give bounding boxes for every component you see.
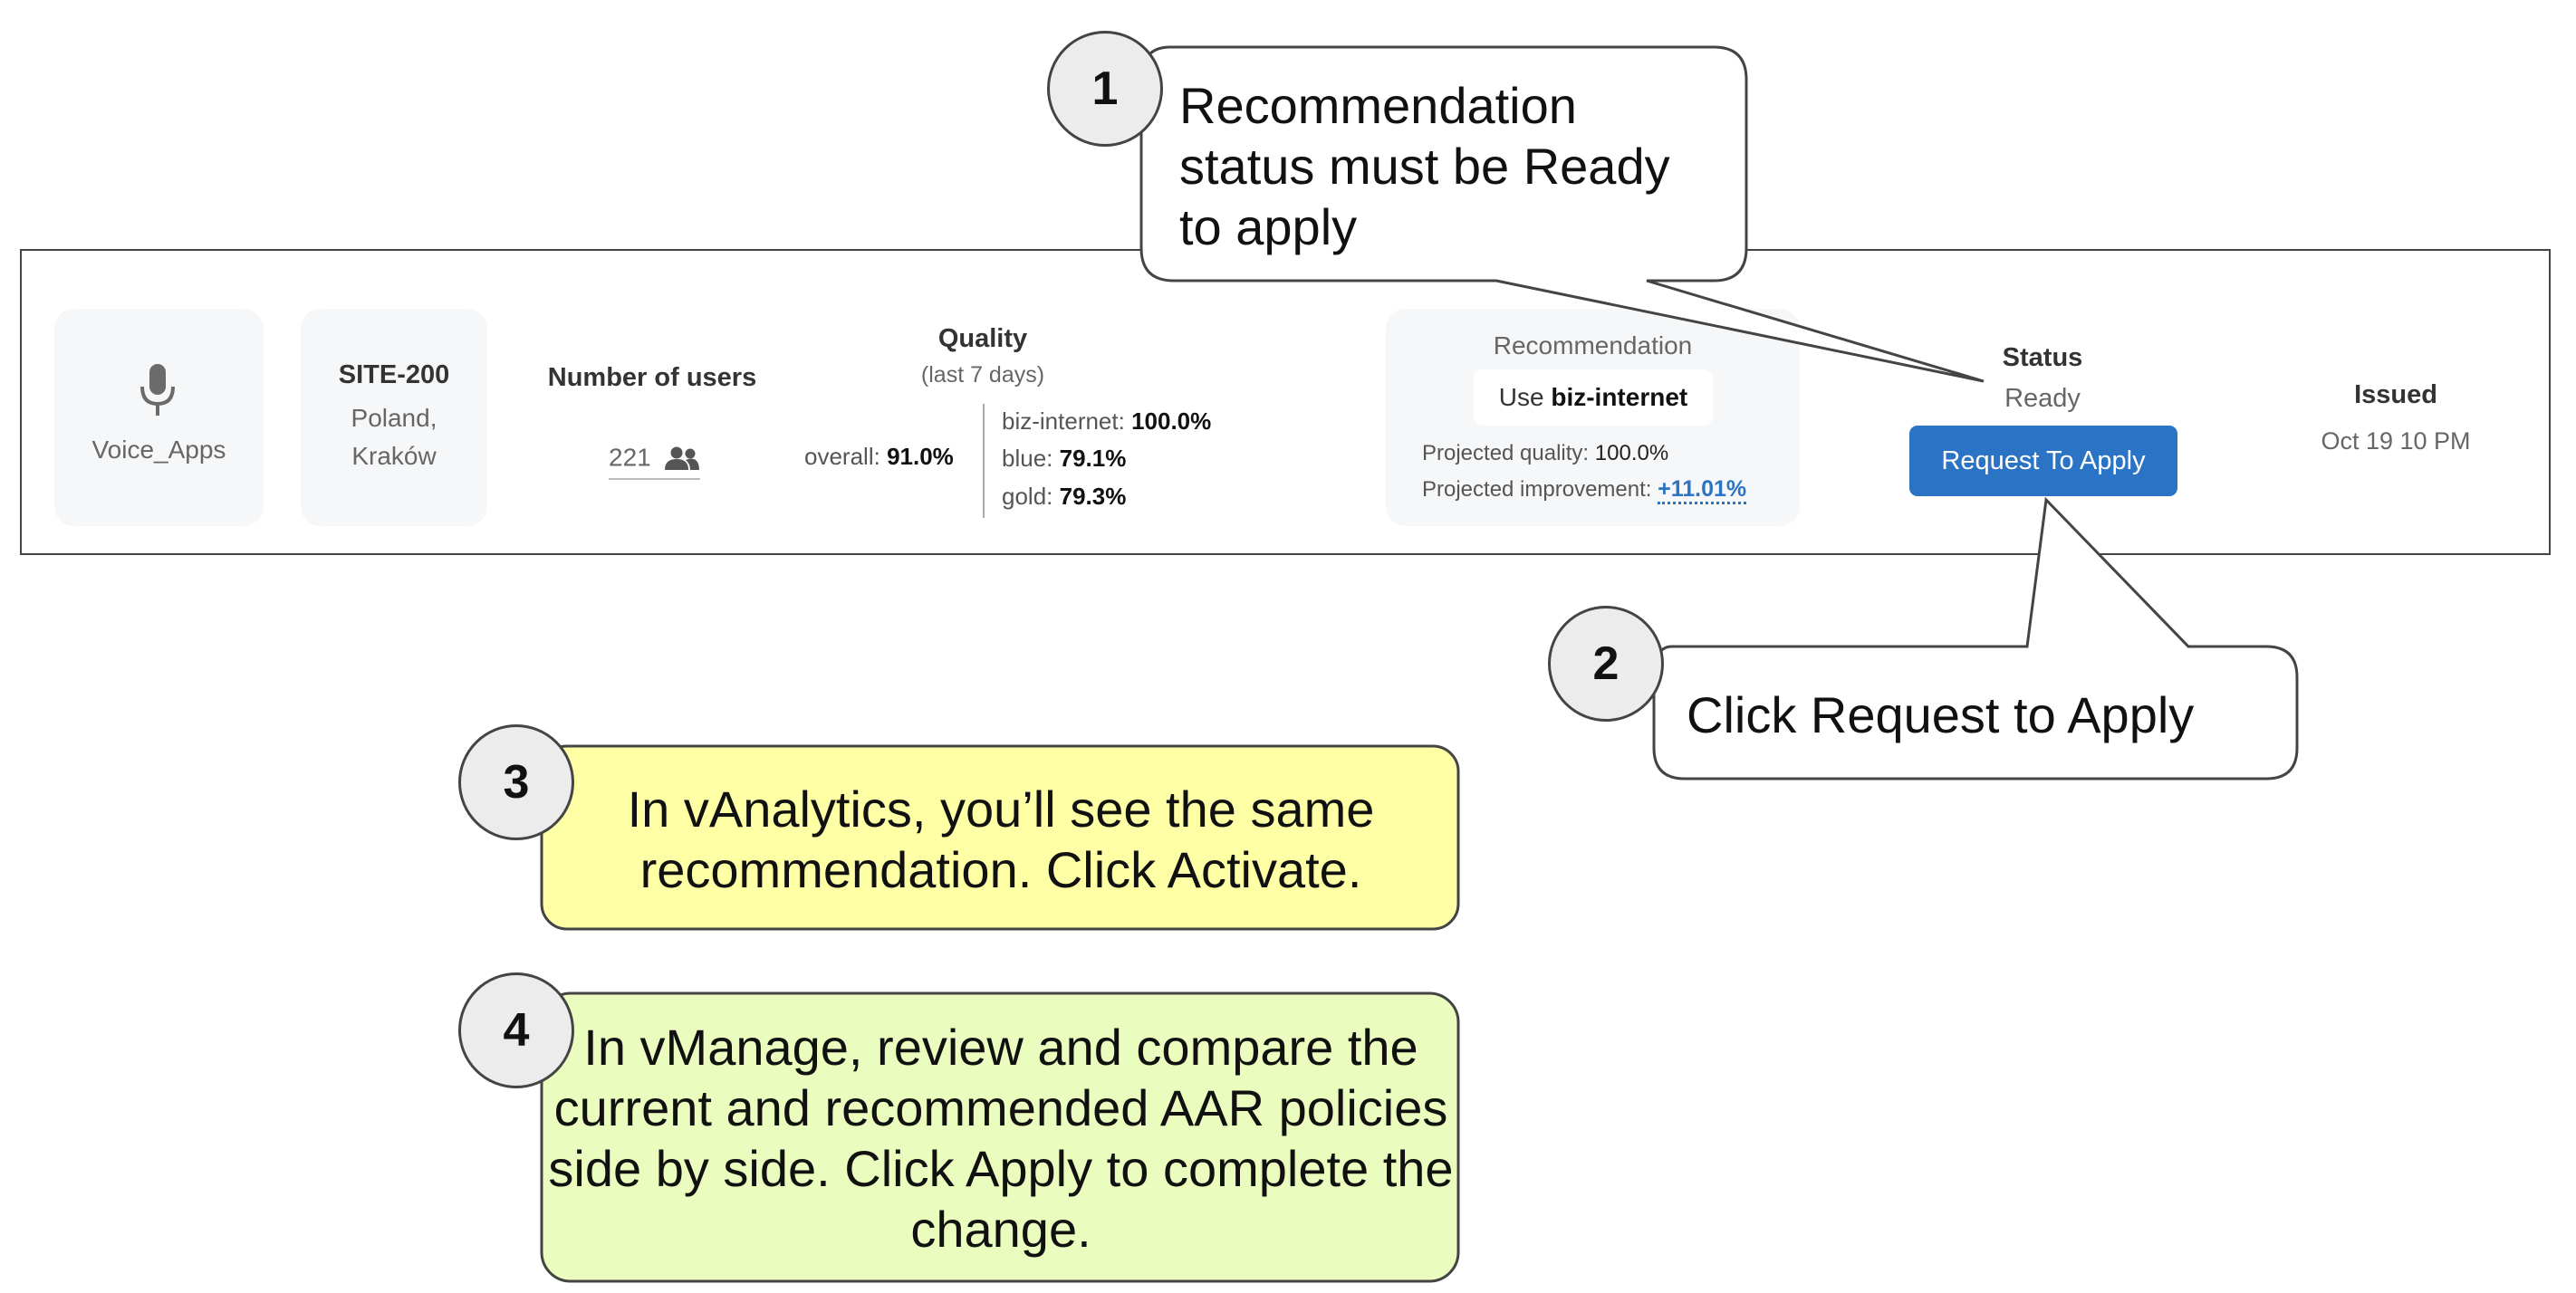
projected-improvement-value[interactable]: +11.01%: [1658, 476, 1747, 504]
users-count-value: 221: [609, 443, 651, 472]
status-value: Ready: [2004, 384, 2081, 413]
recommended-path-box: Use biz-internet: [1474, 369, 1713, 426]
site-country: Poland,: [351, 404, 437, 432]
projected-quality-value: 100.0%: [1594, 441, 1669, 465]
users-count[interactable]: 221: [609, 442, 700, 480]
path-value: 79.1%: [1059, 445, 1127, 472]
overall-quality-value: 91.0%: [887, 443, 954, 470]
projected-quality-label: Projected quality:: [1422, 441, 1590, 465]
callout-4-shape: [540, 991, 1460, 1283]
path-quality-blue: blue: 79.1%: [1002, 445, 1126, 473]
quality-header: Quality: [937, 324, 1028, 353]
site-tile: [301, 309, 487, 526]
quality-period: (last 7 days): [920, 362, 1045, 388]
step-2-badge: 2: [1548, 606, 1664, 722]
path-quality-biz-internet: biz-internet: 100.0%: [1002, 407, 1211, 436]
callout-4-text: In vManage, review and compare the curre…: [548, 1019, 1454, 1258]
callout-3-text: In vAnalytics, you’ll see the same recom…: [627, 781, 1375, 898]
projected-improvement-label: Projected improvement:: [1422, 477, 1652, 502]
overall-quality-label: overall:: [804, 443, 880, 470]
issued-header: Issued: [2354, 380, 2437, 409]
issued-value: Oct 19 10 PM: [2321, 427, 2471, 455]
recommended-path: biz-internet: [1551, 383, 1688, 411]
overall-quality: overall: 91.0%: [804, 443, 954, 471]
site-name: SITE-200: [338, 360, 450, 389]
path-value: 100.0%: [1131, 407, 1212, 435]
status-header: Status: [2002, 343, 2083, 372]
path-label: blue:: [1002, 445, 1053, 472]
callout-2-text: Click Request to Apply: [1687, 686, 2195, 743]
recommendation-header: Recommendation: [1493, 331, 1693, 359]
path-label: gold:: [1002, 483, 1053, 510]
users-icon: [664, 446, 699, 470]
step-1-badge: 1: [1047, 31, 1163, 147]
users-header: Number of users: [547, 363, 757, 392]
app-tile: [54, 309, 264, 526]
site-city: Kraków: [351, 442, 437, 470]
path-value: 79.3%: [1059, 483, 1127, 510]
recommended-path-prefix: Use: [1498, 383, 1544, 411]
step-3-badge: 3: [458, 724, 574, 840]
projected-quality: Projected quality: 100.0%: [1422, 441, 1668, 466]
callout-1-text: Recommendation status must be Ready to a…: [1179, 77, 1670, 255]
path-label: biz-internet:: [1002, 407, 1125, 435]
projected-improvement: Projected improvement: +11.01%: [1422, 476, 1747, 504]
app-name: Voice_Apps: [91, 436, 226, 464]
callout-3-shape: [540, 744, 1460, 931]
path-quality-gold: gold: 79.3%: [1002, 483, 1126, 511]
step-4-badge: 4: [458, 972, 574, 1088]
microphone-icon: [140, 364, 175, 416]
request-to-apply-button[interactable]: Request To Apply: [1909, 426, 2177, 496]
quality-divider: [983, 404, 985, 518]
